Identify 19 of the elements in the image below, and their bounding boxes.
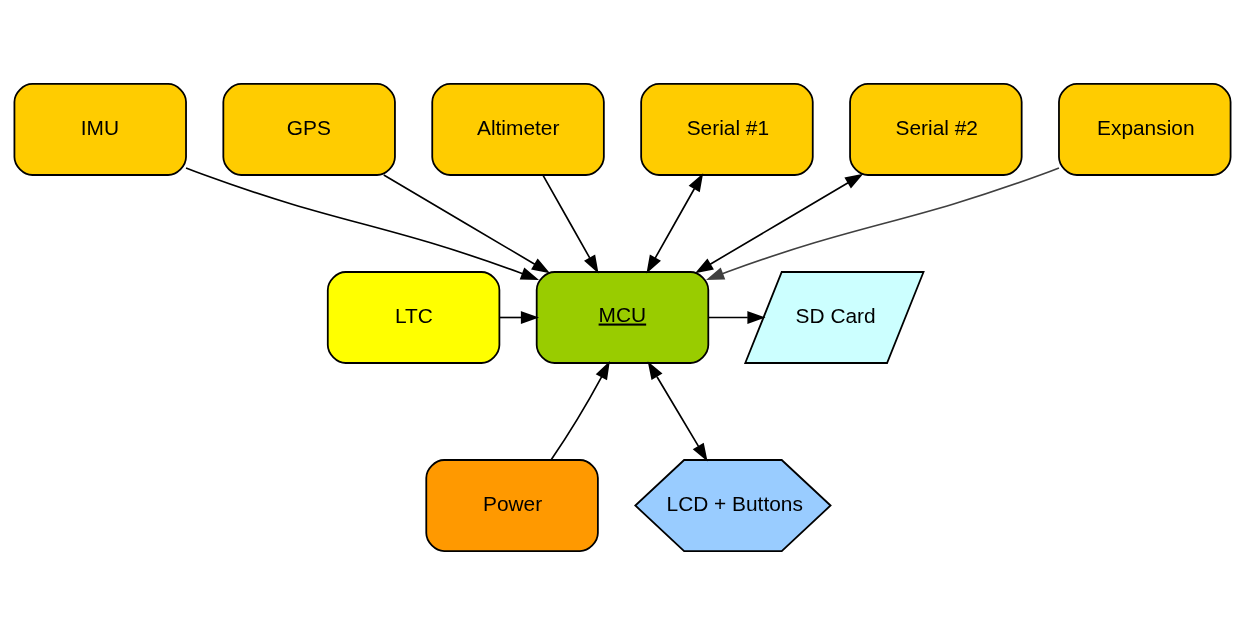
arrow (498, 310, 540, 324)
arrow (542, 173, 599, 274)
node-box: Power (425, 458, 599, 552)
arrow (706, 166, 1060, 280)
arrow (695, 173, 864, 273)
node-box: IMU (13, 82, 187, 176)
node-box: Expansion (1058, 82, 1232, 176)
node-box: LTC (326, 270, 501, 364)
node-box: Serial #2 (849, 82, 1023, 176)
node-box: Serial #1 (640, 82, 814, 176)
arrow (185, 166, 539, 280)
arrow (707, 310, 766, 324)
arrow (647, 360, 708, 462)
node-box: Altimeter (431, 82, 605, 176)
arrow (646, 172, 704, 274)
node-box: MCU (535, 270, 710, 364)
arrow (550, 360, 610, 460)
node-box: GPS (222, 82, 396, 176)
arrow (382, 173, 550, 273)
